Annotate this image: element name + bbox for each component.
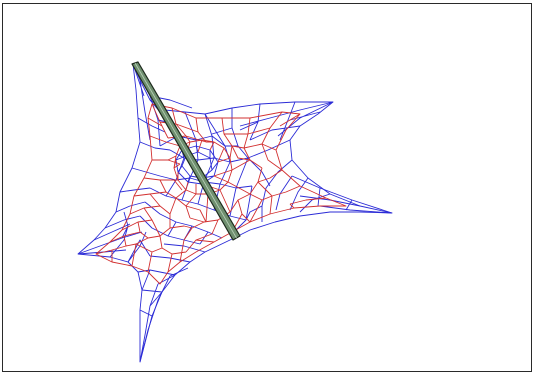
outer-blue-mesh xyxy=(78,64,392,362)
diagonal-beam xyxy=(132,62,240,240)
red-cells-left xyxy=(96,178,206,262)
outer-boundary xyxy=(78,64,392,362)
beam-centerline xyxy=(135,63,237,238)
